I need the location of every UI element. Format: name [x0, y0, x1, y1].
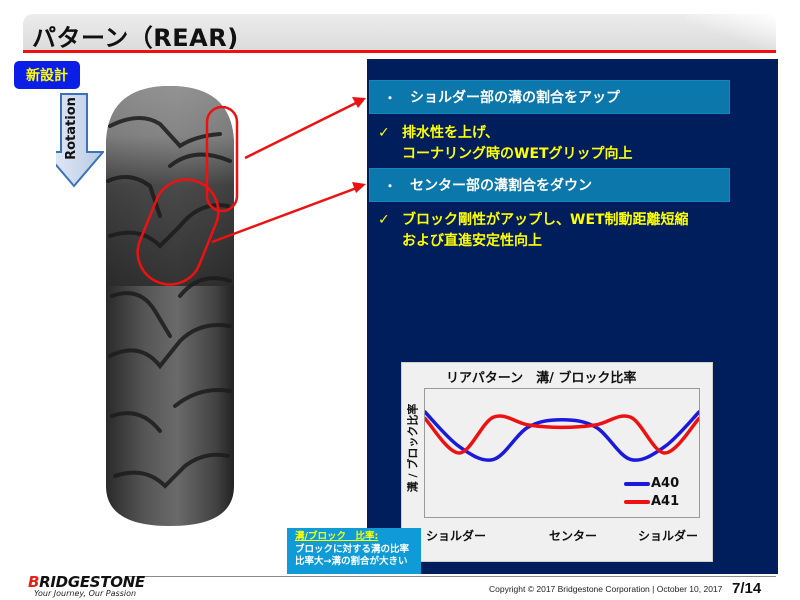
x-tick-shoulder-right: ショルダー — [638, 529, 699, 543]
section-benefit-center: ✓ ブロック剛性がアップし、WET制動距離短縮 および直進安定性向上 — [378, 210, 689, 252]
checkmark-icon: ✓ — [378, 125, 390, 141]
bullet-icon: ・ — [383, 178, 396, 193]
section-heading-shoulder: ・ ショルダー部の溝の割合をアップ — [369, 80, 730, 114]
series-line-a41 — [423, 414, 701, 455]
chart-plot-area — [423, 388, 701, 518]
copyright-text: Copyright © 2017 Bridgestone Corporation… — [489, 584, 723, 594]
legend-a41: A41 — [624, 494, 679, 509]
series-line-a40 — [423, 410, 701, 462]
page-title: パターン（REAR) — [32, 24, 239, 52]
chart-y-axis-label: 溝 / ブロック比率 — [406, 403, 419, 493]
legend-swatch-blue — [624, 481, 650, 486]
legend-swatch-red — [624, 499, 650, 504]
legend-a40: A40 — [624, 476, 679, 491]
ratio-note: 溝/ブロック 比率: ブロックに対する溝の比率 比率大→溝の割合が大きい — [287, 528, 421, 574]
bullet-icon: ・ — [383, 90, 396, 105]
new-design-badge: 新設計 — [14, 61, 80, 89]
logo-tagline: Your Journey, Our Passion — [34, 589, 137, 598]
x-tick-shoulder-left: ショルダー — [426, 529, 487, 543]
tire-image — [106, 86, 234, 526]
footer-divider — [128, 576, 776, 577]
header-bar — [23, 14, 776, 50]
chart-title: リアパターン 溝/ ブロック比率 — [446, 371, 637, 386]
checkmark-icon: ✓ — [378, 212, 390, 228]
arrow-head-icon — [352, 182, 366, 193]
x-tick-center: センター — [549, 529, 598, 543]
arrow-head-icon — [352, 97, 366, 108]
section-heading-center: ・ センター部の溝割合をダウン — [369, 168, 730, 202]
chart-lines — [423, 410, 701, 462]
section-benefit-shoulder: ✓ 排水性を上げ、 コーナリング時のWETグリップ向上 — [378, 123, 633, 165]
header-divider — [23, 50, 776, 53]
page-number: 7/14 — [732, 580, 762, 597]
bridgestone-logo: BRIDGESTONE — [28, 573, 145, 591]
rotation-label: Rotation — [63, 96, 79, 160]
down-arrow-icon — [56, 93, 104, 188]
